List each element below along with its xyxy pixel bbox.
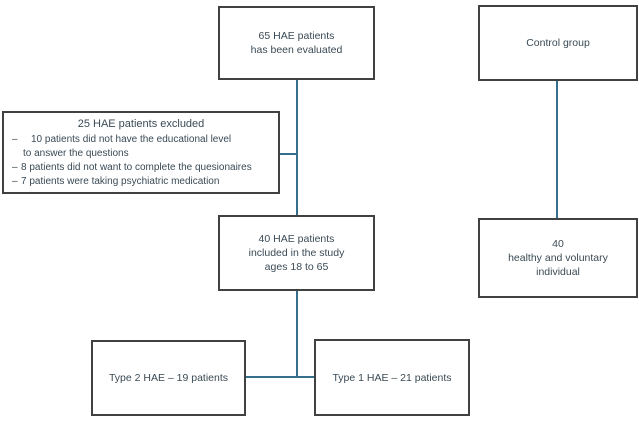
excluded-item-1-continuation: to answer the questions (23, 148, 129, 159)
connector-control-to-healthy (556, 81, 558, 218)
excluded-item-3-dash: – (12, 176, 18, 187)
excluded-item-2-dash: – (12, 162, 18, 173)
excluded-title: 25 HAE patients excluded (77, 118, 205, 130)
connector-type2-to-type1 (246, 376, 314, 378)
box-40-hae-included: 40 HAE patients included in the study ag… (218, 215, 375, 291)
box-65-hae-evaluated-line1: 65 HAE patients (258, 30, 335, 42)
box-40-healthy-individuals: 40 healthy and voluntary individual (478, 218, 638, 298)
box-40-hae-included-line2: included in the study (248, 247, 345, 259)
excluded-item-1-text: 10 patients did not have the educational… (31, 134, 232, 145)
box-type2-hae: Type 2 HAE – 19 patients (91, 340, 246, 416)
box-40-healthy-individuals-line2: healthy and voluntary (508, 252, 608, 264)
box-65-hae-evaluated-line2: has been evaluated (250, 44, 343, 56)
connector-evaluated-to-included (296, 80, 298, 215)
box-type1-hae: Type 1 HAE – 21 patients (314, 339, 470, 416)
excluded-item-1: – 10 patients did not have the education… (4, 133, 278, 147)
connector-excluded-branch (280, 153, 298, 155)
excluded-item-1-dash: – (12, 134, 18, 145)
box-control-group: Control group (478, 5, 638, 81)
box-40-hae-included-line1: 40 HAE patients (258, 233, 335, 245)
excluded-item-2-text: 8 patients did not want to complete the … (21, 162, 252, 173)
box-type2-hae-line1: Type 2 HAE – 19 patients (108, 372, 229, 384)
excluded-item-3-text: 7 patients were taking psychiatric medic… (21, 176, 220, 187)
box-control-group-line1: Control group (526, 37, 590, 49)
box-65-hae-evaluated: 65 HAE patients has been evaluated (218, 6, 375, 80)
box-40-healthy-individuals-line1: 40 (552, 238, 564, 250)
excluded-item-2: – 8 patients did not want to complete th… (4, 161, 278, 175)
box-type1-hae-line1: Type 1 HAE – 21 patients (332, 371, 452, 384)
box-25-hae-excluded: 25 HAE patients excluded – 10 patients d… (2, 111, 280, 194)
box-40-hae-included-line3: ages 18 to 65 (264, 261, 329, 273)
box-40-healthy-individuals-line3: individual (536, 266, 580, 278)
connector-included-to-types (296, 291, 298, 378)
excluded-item-3: – 7 patients were taking psychiatric med… (4, 175, 278, 189)
